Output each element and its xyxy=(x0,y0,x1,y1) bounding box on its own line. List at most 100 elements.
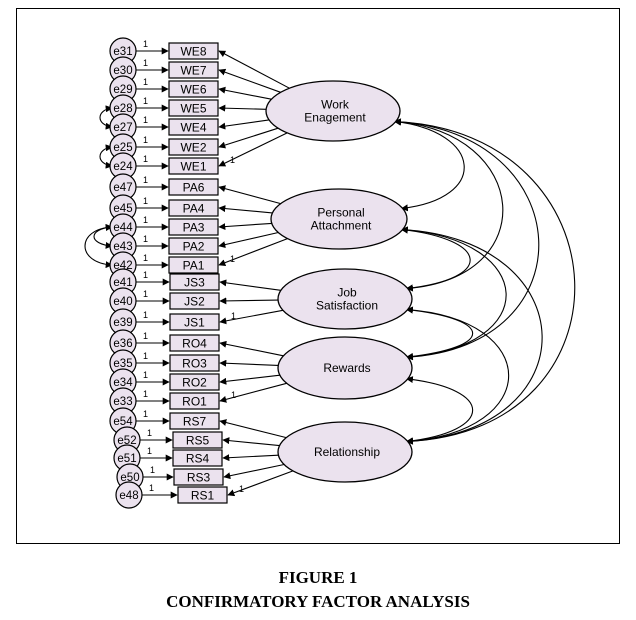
loading-arrow xyxy=(218,205,273,214)
indicator-label: PA3 xyxy=(183,221,205,235)
indicator-label: JS2 xyxy=(184,295,205,309)
indicator-label: RO2 xyxy=(182,376,207,390)
error-path-weight: 1 xyxy=(147,428,152,438)
loading-arrow xyxy=(219,340,284,357)
error-path-weight: 1 xyxy=(143,154,148,164)
error-path-weight: 1 xyxy=(143,253,148,263)
loading-arrow xyxy=(218,86,272,100)
indicator-box xyxy=(169,334,220,352)
loading-arrow xyxy=(222,454,279,462)
factor-ellipse xyxy=(277,268,413,330)
indicator-box xyxy=(169,354,220,372)
loading-arrow xyxy=(223,463,285,480)
error-term-label: e48 xyxy=(119,490,138,502)
loading-arrow xyxy=(218,127,279,149)
factor-label: Enagement xyxy=(304,111,366,125)
factor-correlation-curve xyxy=(400,226,471,292)
indicator-label: RO1 xyxy=(182,395,207,409)
indicator-box xyxy=(168,80,219,98)
error-path-weight: 1 xyxy=(143,351,148,361)
indicator-box xyxy=(168,138,219,156)
loading-arrow xyxy=(219,374,280,385)
indicator-label: WE7 xyxy=(180,64,206,78)
loading-arrow xyxy=(218,132,288,167)
error-term-label: e25 xyxy=(113,142,132,154)
error-path-weight: 1 xyxy=(147,446,152,456)
indicator-label: WE2 xyxy=(180,141,206,155)
indicator-label: JS1 xyxy=(184,316,205,330)
loading-arrow xyxy=(218,119,270,130)
error-term-label: e42 xyxy=(113,260,132,272)
factor-ellipse xyxy=(277,421,413,483)
indicator-box xyxy=(169,273,220,291)
indicator-label: RS3 xyxy=(187,471,211,485)
error-term-circle xyxy=(115,481,143,509)
indicator-label: WE4 xyxy=(180,121,206,135)
link-layer xyxy=(136,47,294,499)
indicator-box xyxy=(168,157,219,175)
error-term-label: e28 xyxy=(113,103,132,115)
error-path-weight: 1 xyxy=(143,58,148,68)
error-path-weight: 1 xyxy=(143,409,148,419)
indicator-box xyxy=(168,42,219,60)
loading-arrow xyxy=(222,437,280,447)
figure-title: CONFIRMATORY FACTOR ANALYSIS xyxy=(166,592,470,611)
indicator-label: PA4 xyxy=(183,202,205,216)
error-term-label: e40 xyxy=(113,296,132,308)
error-term-label: e36 xyxy=(113,338,132,350)
covariance-layer xyxy=(84,105,576,445)
error-path-weight: 1 xyxy=(143,115,148,125)
loading-arrow xyxy=(218,68,281,93)
indicator-box xyxy=(168,218,219,236)
factor-correlation-curve xyxy=(393,118,465,212)
indicator-label: WE6 xyxy=(180,83,206,97)
indicator-label: PA6 xyxy=(183,181,205,195)
factor-correlation-curve xyxy=(405,376,473,445)
error-term-label: e44 xyxy=(113,222,133,234)
error-term-label: e43 xyxy=(113,241,132,253)
factor-label: Attachment xyxy=(311,219,372,233)
indicator-box xyxy=(172,449,223,467)
indicator-label: RS5 xyxy=(186,434,210,448)
error-term-label: e24 xyxy=(113,161,133,173)
fixed-loading-weight: 1 xyxy=(230,254,235,264)
error-path-weight: 1 xyxy=(143,39,148,49)
error-path-weight: 1 xyxy=(143,310,148,320)
indicator-label: RO3 xyxy=(182,357,207,371)
factor-correlation-curve xyxy=(393,118,504,292)
error-term-label: e52 xyxy=(117,435,136,447)
fixed-loading-weight: 1 xyxy=(239,484,244,494)
factor-label: Work xyxy=(321,98,350,112)
error-path-weight: 1 xyxy=(143,389,148,399)
indicator-box xyxy=(168,178,219,196)
indicator-label: RO4 xyxy=(182,337,207,351)
error-path-weight: 1 xyxy=(150,465,155,475)
error-covariance-curve xyxy=(99,105,113,130)
error-term-label: e54 xyxy=(113,416,133,428)
error-term-label: e35 xyxy=(113,358,132,370)
indicator-box xyxy=(169,412,220,430)
indicator-label: RS1 xyxy=(191,489,215,503)
fixed-loading-weight: 1 xyxy=(231,390,236,400)
error-path-weight: 1 xyxy=(143,135,148,145)
figure-number: FIGURE 1 xyxy=(278,568,358,587)
indicator-box xyxy=(169,373,220,391)
error-path-weight: 1 xyxy=(143,196,148,206)
factor-correlation-curve xyxy=(405,306,510,445)
indicator-label: JS3 xyxy=(184,276,205,290)
error-covariance-curve xyxy=(93,224,113,249)
error-path-weight: 1 xyxy=(143,289,148,299)
loading-arrow xyxy=(218,185,281,205)
node-layer: 1WE8e311WE7e301WE6e291WE5e281WE4e271WE2e… xyxy=(109,37,413,509)
indicator-label: PA2 xyxy=(183,240,205,254)
error-term-label: e31 xyxy=(113,46,132,58)
factor-label: Relationship xyxy=(314,445,380,459)
error-path-weight: 1 xyxy=(143,175,148,185)
error-path-weight: 1 xyxy=(143,96,148,106)
factor-correlation-curve xyxy=(393,118,576,445)
error-path-weight: 1 xyxy=(143,215,148,225)
error-term-label: e39 xyxy=(113,317,132,329)
indicator-box xyxy=(168,237,219,255)
loading-arrow xyxy=(218,50,290,89)
